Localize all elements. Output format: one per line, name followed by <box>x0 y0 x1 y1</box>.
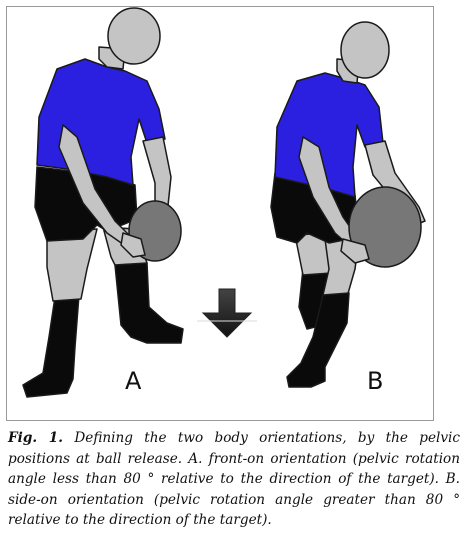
player-b-figure <box>270 21 426 388</box>
down-arrow-icon <box>197 288 257 338</box>
panel-b-label: B <box>367 367 383 395</box>
figure-caption: Fig. 1. Defining the two body orientatio… <box>8 428 460 531</box>
panel-a-label: A <box>125 367 142 395</box>
figure-illustration: A B <box>22 7 426 398</box>
figure-frame: A B <box>6 6 434 421</box>
figure-caption-text: Defining the two body orientations, by t… <box>8 430 461 528</box>
player-a-figure <box>22 7 184 398</box>
figure-caption-label: Fig. 1. <box>8 430 64 446</box>
